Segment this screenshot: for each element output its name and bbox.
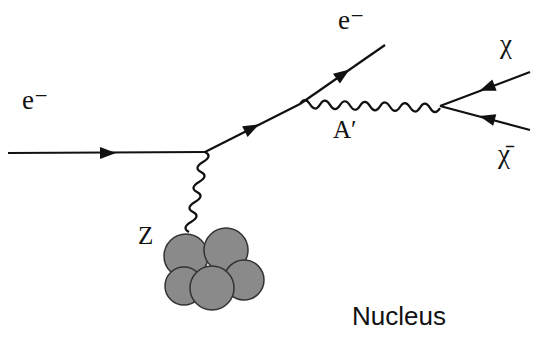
particle-label: χ: [500, 30, 512, 60]
charge-label: Z: [138, 222, 153, 250]
nucleus-blob: [164, 228, 264, 310]
particle-label: e⁻: [338, 6, 364, 36]
internal-electron: [205, 104, 300, 152]
photon-line: [185, 152, 208, 232]
particle-label: χ̄: [498, 140, 510, 170]
chi-bar-line: [440, 106, 530, 130]
particle-label: e⁻: [22, 86, 48, 116]
outgoing-electron: [300, 45, 385, 104]
arrowhead: [477, 80, 496, 97]
arrowheads: [100, 64, 497, 159]
nucleon: [190, 266, 234, 310]
chi-line: [440, 72, 530, 106]
dark-photon-line: [300, 100, 440, 112]
caption-label: Nucleus: [352, 302, 446, 331]
arrowhead: [333, 64, 353, 83]
particle-label: A′: [333, 116, 357, 144]
arrowhead: [100, 147, 116, 159]
arrowhead: [478, 110, 497, 126]
arrowhead: [242, 119, 262, 137]
particle-lines: [8, 45, 530, 232]
